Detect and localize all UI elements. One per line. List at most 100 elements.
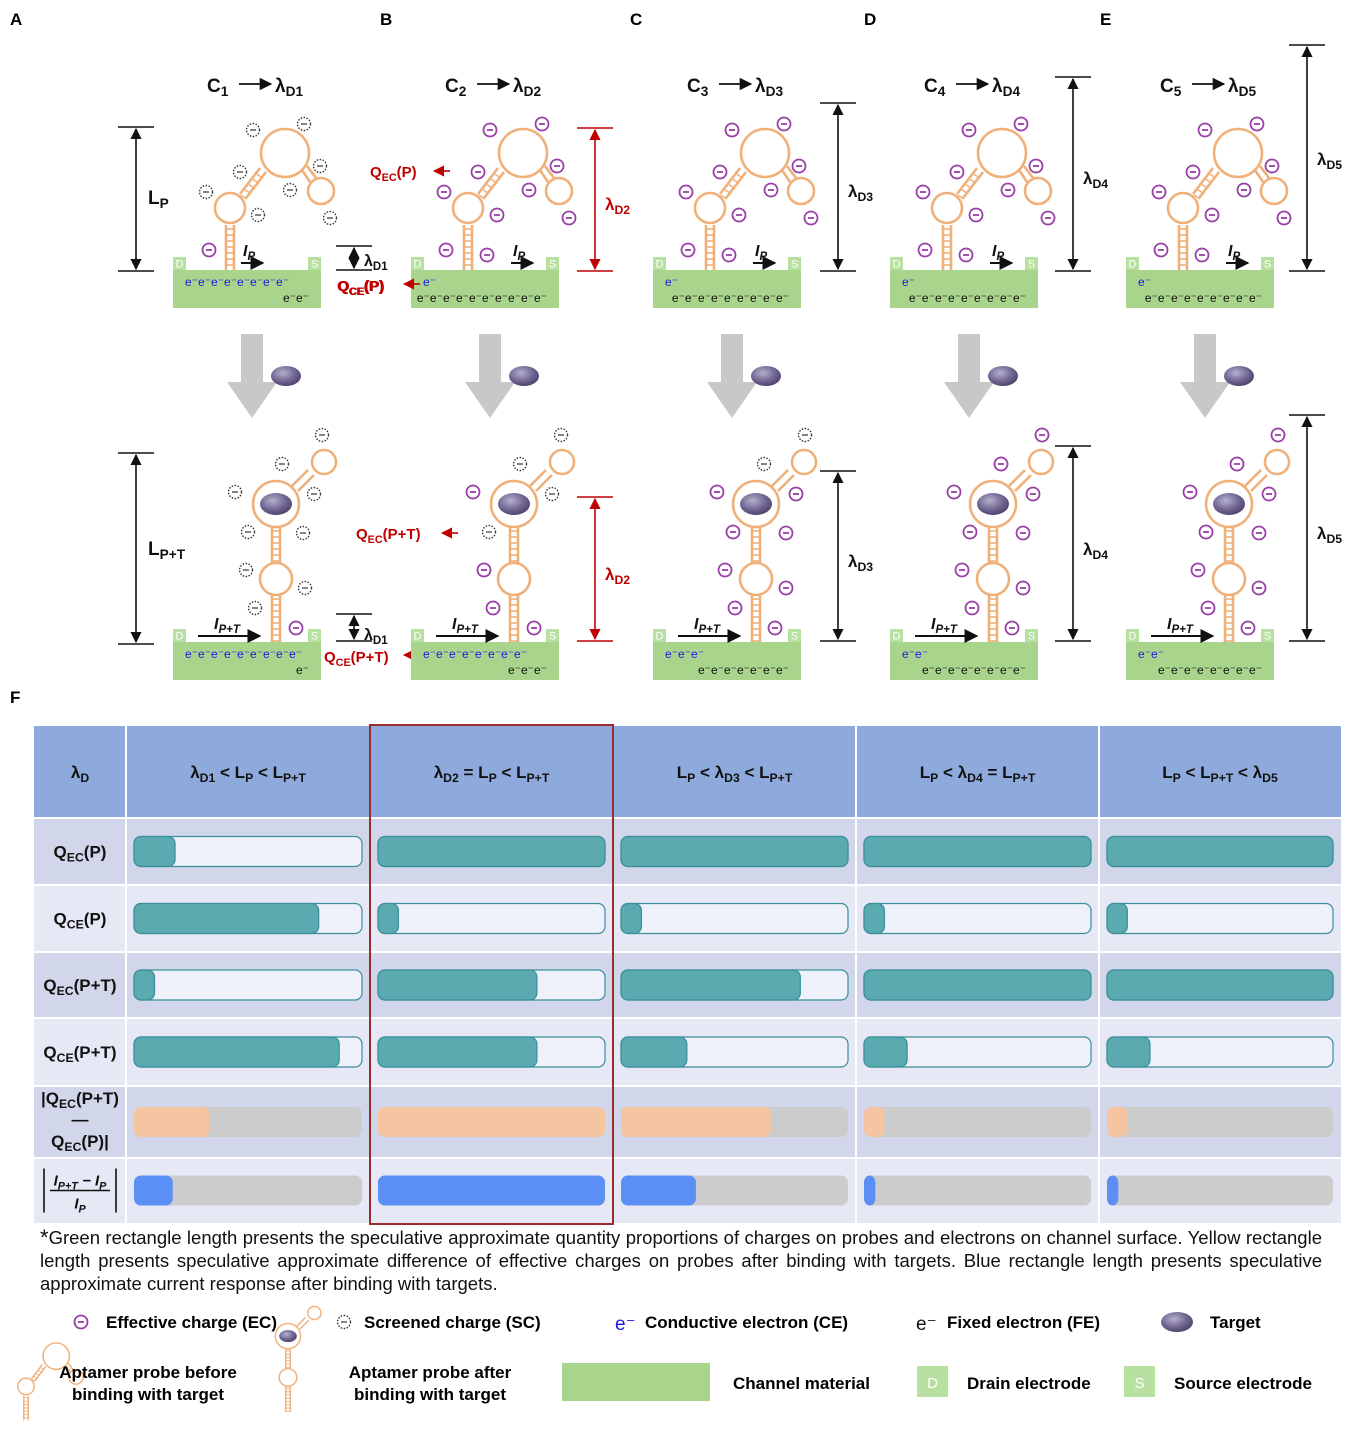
- text-run: Q: [51, 1132, 64, 1151]
- probe-loop: [786, 176, 816, 206]
- probe-rung: [1201, 183, 1209, 190]
- probe-loop: [693, 191, 727, 225]
- effective-charge-icon: [1151, 184, 1167, 200]
- subscript: D4: [1092, 548, 1108, 562]
- source-electrode: [1025, 257, 1038, 270]
- text-run: Q: [43, 976, 56, 995]
- drain-label: D: [656, 631, 664, 643]
- bar-fill: [864, 1175, 876, 1206]
- effective-charge-icon: [725, 524, 741, 540]
- source-label: S: [311, 259, 318, 271]
- probe-rung: [240, 194, 248, 200]
- probe-strand: [30, 1363, 44, 1380]
- text-run: L: [1162, 763, 1172, 782]
- debye-length-label: λD3: [848, 182, 873, 204]
- current-label: IP+T: [931, 616, 958, 636]
- probe-loop: [258, 561, 294, 597]
- subscript: EC: [64, 1140, 81, 1154]
- text-run: (P)|: [81, 1132, 108, 1151]
- subscript: D5: [1262, 771, 1278, 785]
- subscript: P+T: [218, 624, 240, 636]
- subscript: D3: [724, 771, 740, 785]
- effective-charge-icon: [476, 562, 492, 578]
- channel-rect: [173, 642, 321, 680]
- concentration-label: C2: [445, 76, 467, 99]
- effective-charge-icon: [489, 207, 505, 223]
- row-label: QCE(P): [54, 910, 107, 932]
- footnote: *Green rectangle length presents the spe…: [40, 1226, 1322, 1295]
- bar-fill: [1106, 902, 1128, 935]
- subscript: D5: [1326, 532, 1342, 546]
- text-run: Q: [337, 278, 349, 295]
- bar-track: [134, 1175, 362, 1206]
- effective-charge-icon: [961, 122, 977, 138]
- transition-arrow: [465, 334, 515, 418]
- subscript: P+T: [1211, 771, 1234, 785]
- text-run: (P+T): [351, 649, 389, 666]
- probe-strand: [955, 167, 979, 195]
- channel-material-swatch: [562, 1363, 710, 1401]
- bar-track: [1107, 1107, 1333, 1137]
- probe-rung: [478, 194, 486, 200]
- text-run: I: [694, 616, 699, 633]
- subscript: D4: [1003, 84, 1021, 99]
- target-icon: [498, 493, 530, 515]
- subscript: D2: [524, 84, 542, 99]
- text-run: Q: [54, 910, 67, 929]
- text-run: I: [214, 616, 219, 633]
- current-label: IP+T: [694, 616, 721, 636]
- probe-strand: [1014, 474, 1032, 492]
- subscript: P+T: [1013, 771, 1036, 785]
- effective-charge-icon: [1261, 486, 1277, 502]
- effective-charge-icon: [763, 182, 779, 198]
- effective-charge-icon: [778, 525, 794, 541]
- bar-track: [620, 902, 849, 935]
- effective-charge-icon: [1276, 210, 1292, 226]
- drain-label: D: [1129, 259, 1137, 271]
- probe-strand: [785, 165, 798, 179]
- source-label: S: [1264, 631, 1271, 643]
- subscript: 3: [701, 84, 709, 99]
- probe-strand: [34, 1366, 47, 1382]
- screened-charge-icon: [198, 184, 214, 200]
- effective-charge-icon: [1197, 122, 1213, 138]
- effective-charge-icon: [1004, 620, 1020, 636]
- debye-length-label: λD2: [605, 565, 630, 587]
- effective-charge-icon: [438, 242, 454, 258]
- subscript: EC: [368, 534, 383, 546]
- screened-charge-icon: [297, 580, 313, 596]
- screened-charge-icon: [274, 456, 290, 472]
- bar-fill: [621, 1175, 696, 1206]
- subscript: P+T: [935, 624, 957, 636]
- screened-charge-icon: [247, 600, 263, 616]
- text-run: < L: [497, 763, 527, 782]
- target-icon: [740, 493, 772, 515]
- drain-electrode: [411, 257, 424, 270]
- drain-letter: D: [927, 1375, 938, 1392]
- effective-charge-icon: [915, 184, 931, 200]
- probe-rung: [31, 1378, 36, 1382]
- panel-letter: D: [864, 10, 876, 29]
- screened-charge-icon: [282, 182, 298, 198]
- text-run: < λ: [938, 763, 967, 782]
- bar-fill: [1106, 969, 1334, 1001]
- subscript: P+T: [160, 547, 186, 562]
- probe-loop: [17, 1377, 35, 1396]
- table-header-bg: [34, 726, 1341, 818]
- text-run: Q: [356, 526, 368, 543]
- subscript: P: [517, 251, 525, 263]
- probe-rung: [36, 1373, 40, 1377]
- target-icon: [260, 493, 292, 515]
- drain-label: D: [893, 259, 901, 271]
- effective-charge-icon: [803, 210, 819, 226]
- channel-rect: [653, 270, 801, 308]
- effective-charge-icon: [201, 242, 217, 258]
- footnote-text: Green rectangle length presents the spec…: [40, 1227, 1322, 1294]
- effective-charge-icon: [1015, 580, 1031, 596]
- probe-rung: [732, 178, 740, 185]
- probe-strand: [305, 165, 318, 179]
